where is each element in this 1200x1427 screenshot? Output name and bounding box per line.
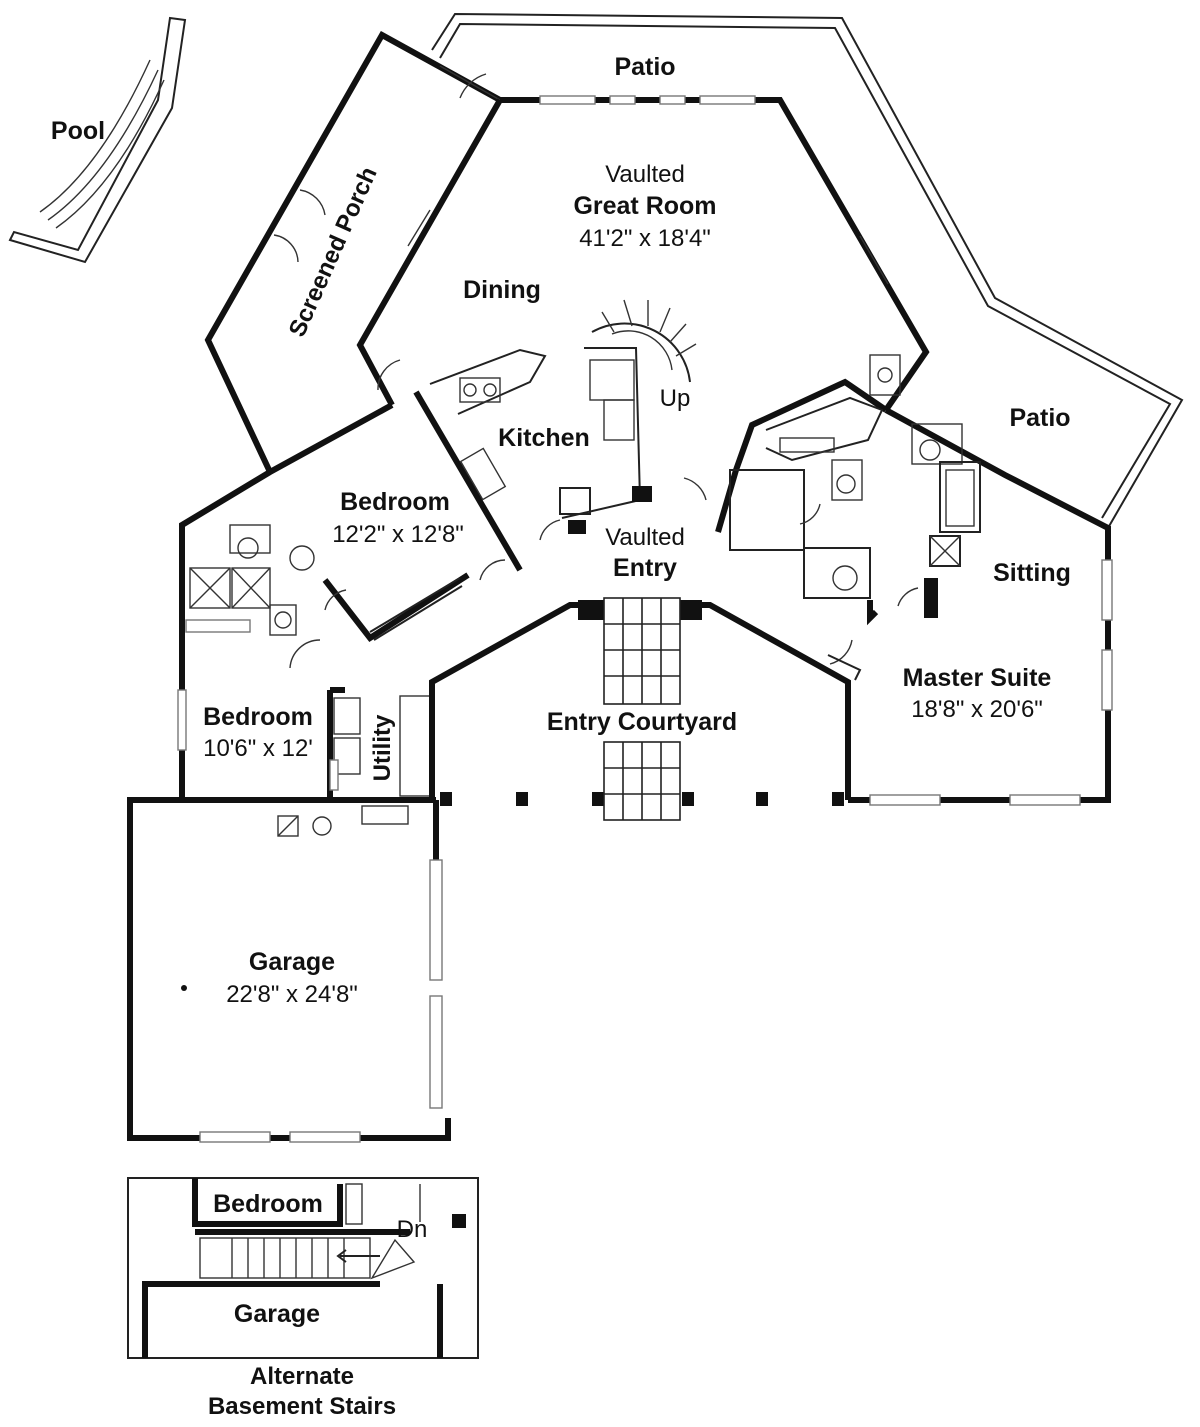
entry-tile-path	[603, 597, 681, 821]
label-entry-vaulted: Vaulted	[605, 524, 685, 551]
label-alt-garage: Garage	[234, 1300, 320, 1328]
pool-outline	[8, 16, 187, 264]
screened-porch-outline	[204, 30, 502, 474]
alternate-stairs-inset	[127, 1177, 479, 1359]
label-bedroom-1: Bedroom	[340, 488, 450, 516]
patio-outline	[431, 12, 1184, 529]
label-great-room-vaulted: Vaulted	[605, 161, 685, 188]
label-patio-right: Patio	[1009, 404, 1070, 432]
label-master-suite-size: 18'8" x 20'6"	[911, 696, 1043, 723]
label-alt-dn: Dn	[397, 1216, 428, 1243]
entry-courtyard-walls	[429, 600, 851, 806]
label-bedroom-2: Bedroom	[203, 703, 313, 731]
label-great-room: Great Room	[573, 192, 716, 220]
garage-walls	[127, 797, 451, 1143]
caption-basement-stairs: Basement Stairs	[208, 1393, 396, 1420]
caption-alternate: Alternate	[250, 1363, 354, 1390]
bedroom-wing-walls	[177, 402, 561, 803]
kitchen-fixtures	[413, 348, 547, 572]
label-entry-courtyard: Entry Courtyard	[547, 708, 737, 736]
label-up: Up	[660, 385, 691, 412]
label-dining: Dining	[463, 276, 541, 304]
label-bedroom-1-size: 12'2" x 12'8"	[332, 521, 464, 548]
label-screened-porch: Screened Porch	[284, 163, 383, 341]
label-kitchen: Kitchen	[498, 424, 590, 452]
label-great-room-size: 41'2" x 18'4"	[579, 225, 711, 252]
label-bedroom-2-size: 10'6" x 12'	[203, 735, 313, 762]
label-master-suite: Master Suite	[903, 664, 1052, 692]
spiral-stair	[559, 299, 697, 534]
master-wing-walls	[683, 378, 1113, 806]
label-garage-size: 22'8" x 24'8"	[226, 981, 358, 1008]
label-patio-top: Patio	[614, 53, 675, 81]
great-room-walls	[356, 95, 930, 412]
label-pool: Pool	[51, 117, 105, 145]
label-alt-bedroom: Bedroom	[213, 1190, 323, 1218]
label-garage: Garage	[249, 948, 335, 976]
label-sitting: Sitting	[993, 559, 1071, 587]
label-entry: Entry	[613, 554, 677, 582]
label-utility: Utility	[369, 714, 396, 781]
